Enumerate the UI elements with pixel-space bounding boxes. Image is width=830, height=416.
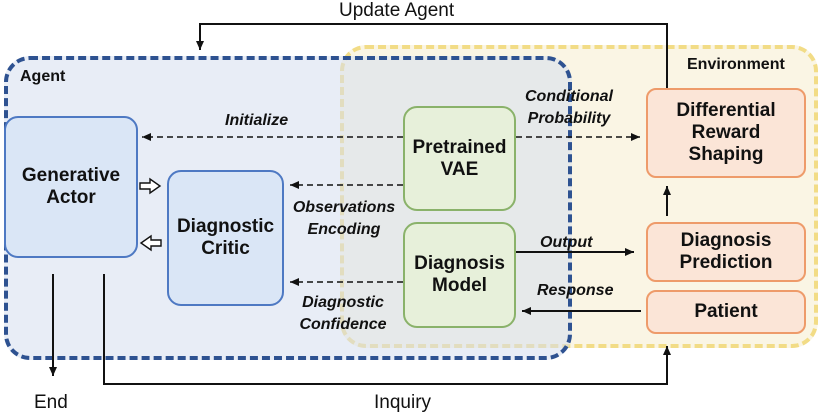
environment-region-title: Environment <box>687 56 785 73</box>
generative-actor-node: Generative Actor <box>4 116 138 258</box>
diagnosis-model-node: Diagnosis Model <box>403 222 516 328</box>
conditional-probability-label: Conditional Probability <box>525 88 613 127</box>
reward-shaping-label: Differential Reward Shaping <box>676 100 776 165</box>
response-label: Response <box>537 282 614 299</box>
diagnostic-confidence-label: Diagnostic Confidence <box>299 294 387 333</box>
diagnostic-critic-node: Diagnostic Critic <box>167 170 284 306</box>
reward-shaping-node: Differential Reward Shaping <box>646 88 806 178</box>
update-agent-label: Update Agent <box>339 0 455 21</box>
observations-encoding-label: Observations Encoding <box>292 199 396 238</box>
patient-node: Patient <box>646 290 806 334</box>
critic-to-actor-hollow-arrow <box>139 234 162 252</box>
generative-actor-label: Generative Actor <box>21 165 121 208</box>
initialize-label: Initialize <box>225 112 289 129</box>
pretrained-vae-label: Pretrained VAE <box>412 136 507 180</box>
agent-region-title: Agent <box>20 68 66 85</box>
output-label: Output <box>540 234 593 251</box>
diagnosis-model-label: Diagnosis Model <box>414 253 505 296</box>
end-label: End <box>34 392 68 413</box>
diagnostic-critic-label: Diagnostic Critic <box>176 216 275 259</box>
patient-label: Patient <box>694 301 758 323</box>
diagnosis-prediction-node: Diagnosis Prediction <box>646 222 806 282</box>
update-agent-arrow <box>196 23 668 88</box>
inquiry-arrow <box>103 274 671 385</box>
pretrained-vae-node: Pretrained VAE <box>403 106 516 211</box>
diagnosis-prediction-label: Diagnosis Prediction <box>679 230 773 273</box>
actor-to-critic-hollow-arrow <box>139 177 162 195</box>
inquiry-label: Inquiry <box>374 392 432 413</box>
